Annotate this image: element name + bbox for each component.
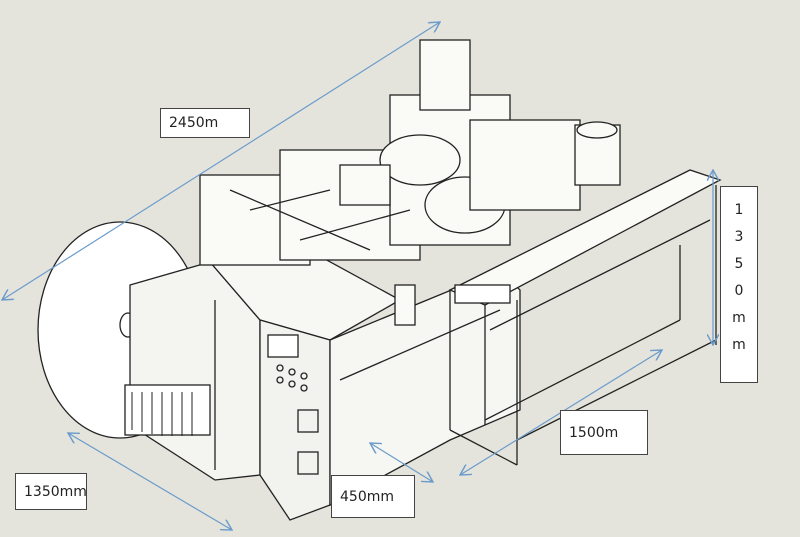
label-height-char: 5 [734, 256, 744, 272]
label-height-char: 3 [734, 229, 744, 245]
label-width: 1350mm [15, 473, 87, 510]
label-table-length: 1500m [560, 410, 648, 455]
dimension-arrow-length [2, 22, 440, 300]
label-height: 1 3 5 0 m m [720, 186, 758, 383]
display-screen [267, 334, 299, 358]
dimension-arrow-gap [370, 443, 433, 482]
label-height-char: m [732, 337, 746, 353]
label-gap: 450mm [331, 475, 415, 518]
label-length: 2450m [160, 108, 250, 138]
label-height-char: 1 [734, 202, 744, 218]
vent-grille [124, 384, 211, 436]
control-buttons [276, 364, 308, 392]
dimension-arrow-width [68, 433, 232, 530]
label-height-char: m [732, 310, 746, 326]
label-height-char: 0 [734, 283, 744, 299]
